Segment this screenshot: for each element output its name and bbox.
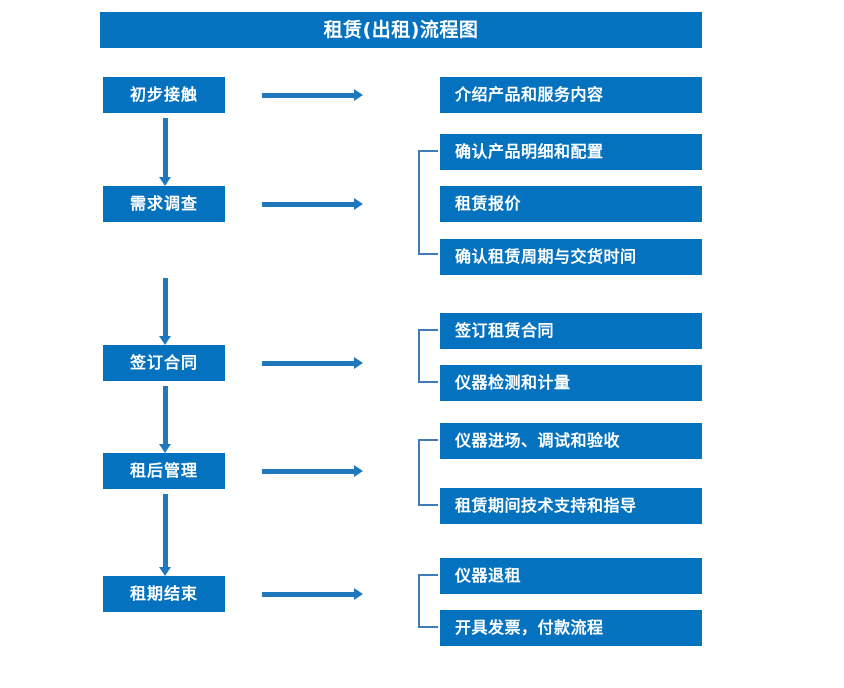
arrow-shaft	[163, 494, 168, 567]
stage-box-1[interactable]: 初步接触	[103, 77, 225, 113]
diagram-title: 租赁(出租)流程图	[323, 18, 479, 41]
arrow-head	[159, 336, 171, 345]
bracket-group-3	[418, 329, 438, 383]
detail-label-5-2: 开具发票，付款流程	[455, 618, 604, 637]
detail-label-4-2: 租赁期间技术支持和指导	[455, 496, 637, 515]
detail-box-5-2[interactable]: 开具发票，付款流程	[440, 610, 702, 646]
detail-label-1-1: 介绍产品和服务内容	[455, 85, 604, 104]
stage-label-1: 初步接触	[129, 85, 198, 104]
detail-label-3-1: 签订租赁合同	[455, 321, 555, 340]
arrow-head	[354, 198, 363, 210]
arrow-stage-4-to-stage-5	[159, 494, 171, 576]
diagram-title-bar: 租赁(出租)流程图	[100, 12, 702, 48]
arrow-stage-2-to-stage-3	[159, 278, 171, 345]
stage-box-2[interactable]: 需求调查	[103, 186, 225, 222]
stage-label-4: 租后管理	[129, 461, 198, 480]
detail-box-3-2[interactable]: 仪器检测和计量	[440, 365, 702, 401]
detail-box-2-2[interactable]: 租赁报价	[440, 186, 702, 222]
stage-box-3[interactable]: 签订合同	[103, 345, 225, 381]
arrow-head	[354, 357, 363, 369]
stage-label-5: 租期结束	[129, 584, 198, 603]
arrow-stage-1-to-stage-2	[159, 118, 171, 186]
detail-label-2-2: 租赁报价	[455, 194, 522, 213]
arrow-head	[354, 89, 363, 101]
stage-box-5[interactable]: 租期结束	[103, 576, 225, 612]
detail-box-4-1[interactable]: 仪器进场、调试和验收	[440, 423, 702, 459]
detail-box-2-3[interactable]: 确认租赁周期与交货时间	[440, 239, 702, 275]
bracket-group-4	[418, 439, 438, 506]
detail-label-2-3: 确认租赁周期与交货时间	[455, 247, 637, 266]
stage-label-2: 需求调查	[129, 194, 198, 213]
stage-label-3: 签订合同	[129, 353, 198, 372]
detail-label-2-1: 确认产品明细和配置	[455, 142, 604, 161]
arrow-shaft	[262, 592, 354, 597]
detail-label-3-2: 仪器检测和计量	[455, 373, 571, 392]
arrow-head	[354, 465, 363, 477]
detail-box-4-2[interactable]: 租赁期间技术支持和指导	[440, 488, 702, 524]
detail-label-5-1: 仪器退租	[455, 566, 522, 585]
arrow-shaft	[163, 118, 168, 177]
detail-box-5-1[interactable]: 仪器退租	[440, 558, 702, 594]
detail-label-4-1: 仪器进场、调试和验收	[455, 431, 621, 450]
arrow-shaft	[163, 278, 168, 336]
arrow-head	[159, 444, 171, 453]
arrow-head	[159, 567, 171, 576]
arrow-shaft	[262, 93, 354, 98]
detail-box-1-1[interactable]: 介绍产品和服务内容	[440, 77, 702, 113]
bracket-group-2	[418, 150, 438, 255]
arrow-shaft	[163, 386, 168, 444]
arrow-shaft	[262, 469, 354, 474]
arrow-shaft	[262, 202, 354, 207]
arrow-shaft	[262, 361, 354, 366]
stage-box-4[interactable]: 租后管理	[103, 453, 225, 489]
bracket-group-5	[418, 574, 438, 628]
arrow-head	[159, 177, 171, 186]
arrow-stage-3-to-stage-4	[159, 386, 171, 453]
arrow-head	[354, 588, 363, 600]
detail-box-3-1[interactable]: 签订租赁合同	[440, 313, 702, 349]
detail-box-2-1[interactable]: 确认产品明细和配置	[440, 134, 702, 170]
